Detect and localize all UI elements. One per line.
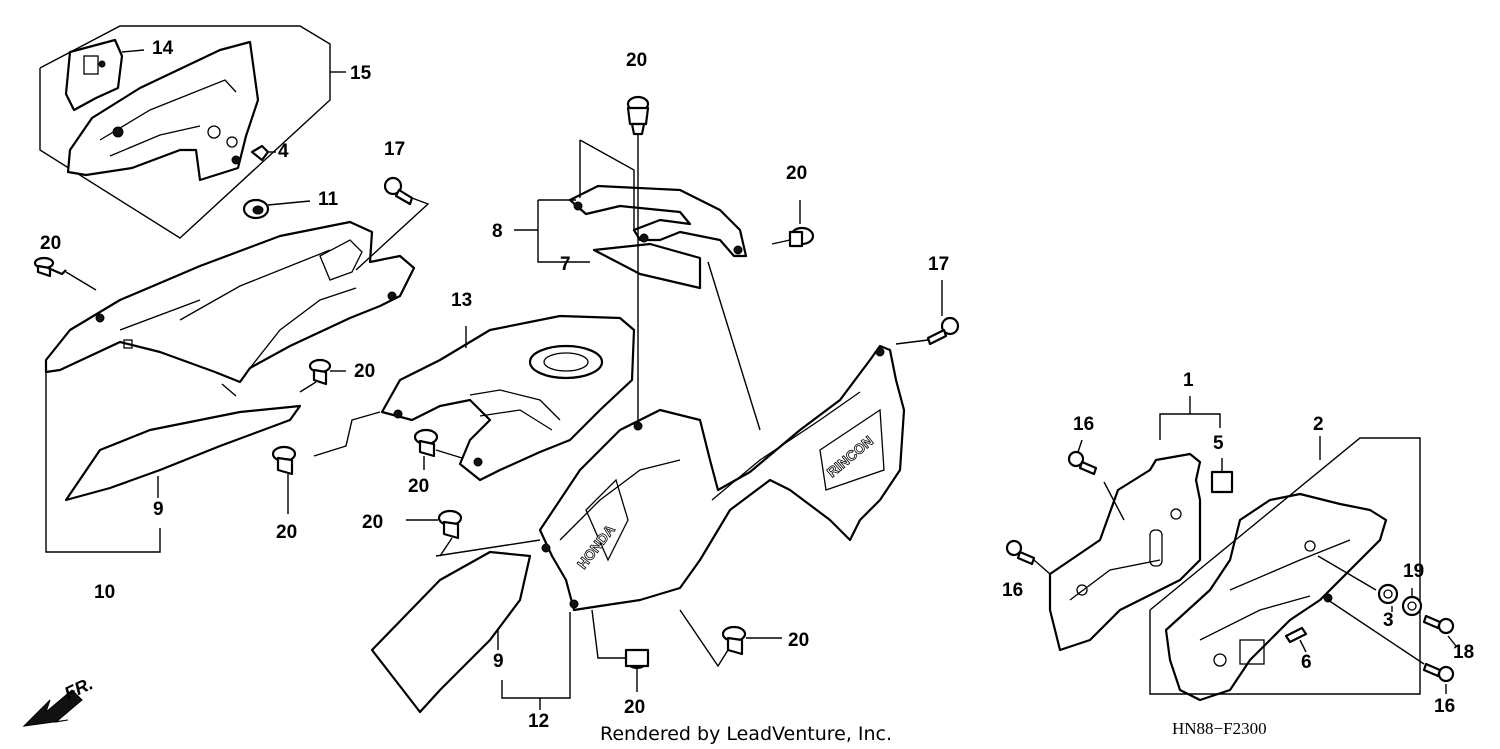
callout-20: 20: [40, 233, 61, 254]
callout-18: 18: [1453, 642, 1474, 663]
callout-19: 19: [1403, 561, 1424, 582]
callout-2: 2: [1313, 414, 1324, 435]
callout-3: 3: [1383, 610, 1394, 631]
callout-1: 1: [1183, 370, 1194, 391]
clip-20-i: [679, 609, 782, 668]
callout-20: 20: [276, 522, 297, 543]
clip-20-d: [299, 358, 346, 393]
front-direction-arrow: FR.: [22, 673, 96, 727]
side-cover-12: RINCON HONDA: [370, 261, 906, 714]
side-panel-2: [1149, 436, 1421, 702]
callout-9: 9: [493, 651, 504, 672]
cushion-5: [1210, 458, 1234, 494]
collar-3-grommet-19: [1317, 555, 1423, 617]
callout-7: 7: [560, 254, 571, 275]
callout-17: 17: [384, 139, 405, 160]
callout-17: 17: [928, 254, 949, 275]
callout-4: 4: [278, 141, 289, 162]
callout-15: 15: [350, 63, 372, 84]
callout-16: 16: [1434, 696, 1455, 717]
screw-18: [1422, 614, 1457, 647]
footer-credit: Rendered by LeadVenture, Inc.: [600, 723, 892, 745]
grommet-11: [242, 198, 311, 220]
fuel-tank-cover-13: [313, 314, 636, 482]
screw-16-c: [1327, 599, 1455, 694]
clip-20-h: [591, 609, 650, 692]
clip-20-f: [271, 445, 297, 514]
clip-20-b: [626, 95, 650, 420]
callout-16: 16: [1002, 580, 1023, 601]
callout-5: 5: [1213, 433, 1224, 454]
cushion-6: [1284, 626, 1308, 653]
side-panel-1: [1048, 396, 1221, 652]
diagram-code: HN88−F2300: [1172, 719, 1267, 738]
callout-10: 10: [94, 582, 115, 603]
callout-20: 20: [788, 630, 809, 651]
callout-14: 14: [152, 38, 174, 59]
callout-12: 12: [528, 711, 549, 732]
callout-20: 20: [408, 476, 429, 497]
callout-11: 11: [318, 189, 339, 210]
screw-17-b: [895, 280, 960, 346]
callout-20: 20: [786, 163, 807, 184]
clip-20-a: [33, 256, 97, 291]
callout-9: 9: [153, 499, 164, 520]
callout-16: 16: [1073, 414, 1094, 435]
callout-13: 13: [451, 290, 472, 311]
callout-20: 20: [626, 50, 647, 71]
rear-side-cover-10: [44, 220, 416, 553]
clip-20-c: [771, 200, 815, 248]
clip-20-e: [413, 428, 463, 470]
screw-16-b: [1005, 539, 1051, 575]
callout-20: 20: [624, 697, 645, 718]
carrier-plate-8: [514, 139, 748, 290]
screw-17-a: [355, 176, 430, 271]
callout-20: 20: [354, 361, 375, 382]
callout-8: 8: [492, 221, 503, 242]
screw-16-a: [1067, 439, 1098, 476]
callout-6: 6: [1301, 652, 1312, 673]
clip-20-g: [406, 509, 463, 557]
callout-20: 20: [362, 512, 383, 533]
kit-box-15: [39, 25, 346, 239]
